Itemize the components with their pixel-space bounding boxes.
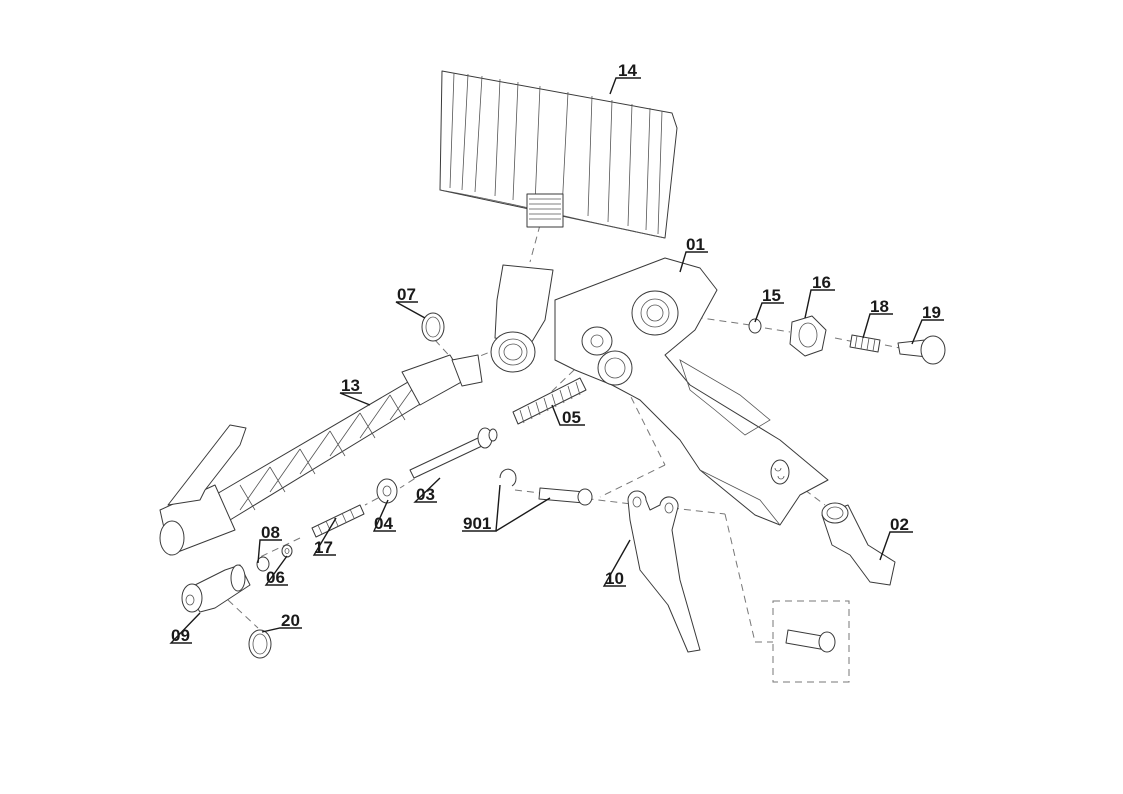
leader-lines xyxy=(169,77,944,644)
label-03: 03 xyxy=(416,485,435,504)
label-07: 07 xyxy=(397,285,416,304)
label-19: 19 xyxy=(922,303,941,322)
label-20: 20 xyxy=(281,611,300,630)
part-14-pressure-gauge xyxy=(439,70,678,239)
label-13: 13 xyxy=(341,376,360,395)
label-16: 16 xyxy=(812,273,831,292)
label-09: 09 xyxy=(171,626,190,645)
part-15-washer xyxy=(748,318,762,334)
part-labels: 14 01 07 13 05 03 04 17 08 06 09 20 901 … xyxy=(171,61,941,645)
part-10-trigger xyxy=(627,490,701,653)
label-15: 15 xyxy=(762,286,781,305)
label-04: 04 xyxy=(374,514,393,533)
part-20-o-ring xyxy=(248,629,272,659)
part-06-washer xyxy=(281,544,293,558)
label-01: 01 xyxy=(686,235,705,254)
part-17-spring xyxy=(311,504,365,538)
label-901: 901 xyxy=(463,514,491,533)
part-02-connector xyxy=(821,502,896,586)
part-01-gun-body xyxy=(490,257,829,526)
label-10: 10 xyxy=(605,569,624,588)
part-13-hose xyxy=(159,354,483,556)
part-07-washer xyxy=(421,312,445,342)
part-03-valve-stem xyxy=(409,427,498,479)
label-17: 17 xyxy=(314,538,333,557)
part-04-washer xyxy=(376,478,398,504)
part-16-nut xyxy=(789,315,827,357)
label-18: 18 xyxy=(870,297,889,316)
part-05-spring xyxy=(512,377,587,425)
part-901-pin-and-clip xyxy=(499,468,593,506)
label-06: 06 xyxy=(266,568,285,587)
part-09-valve-body xyxy=(181,564,251,613)
label-14: 14 xyxy=(618,61,637,80)
inset-pin xyxy=(785,629,836,653)
label-02: 02 xyxy=(890,515,909,534)
label-08: 08 xyxy=(261,523,280,542)
part-18-spring xyxy=(849,334,881,353)
part-08-washer xyxy=(256,556,270,572)
label-05: 05 xyxy=(562,408,581,427)
part-19-button xyxy=(897,335,946,365)
